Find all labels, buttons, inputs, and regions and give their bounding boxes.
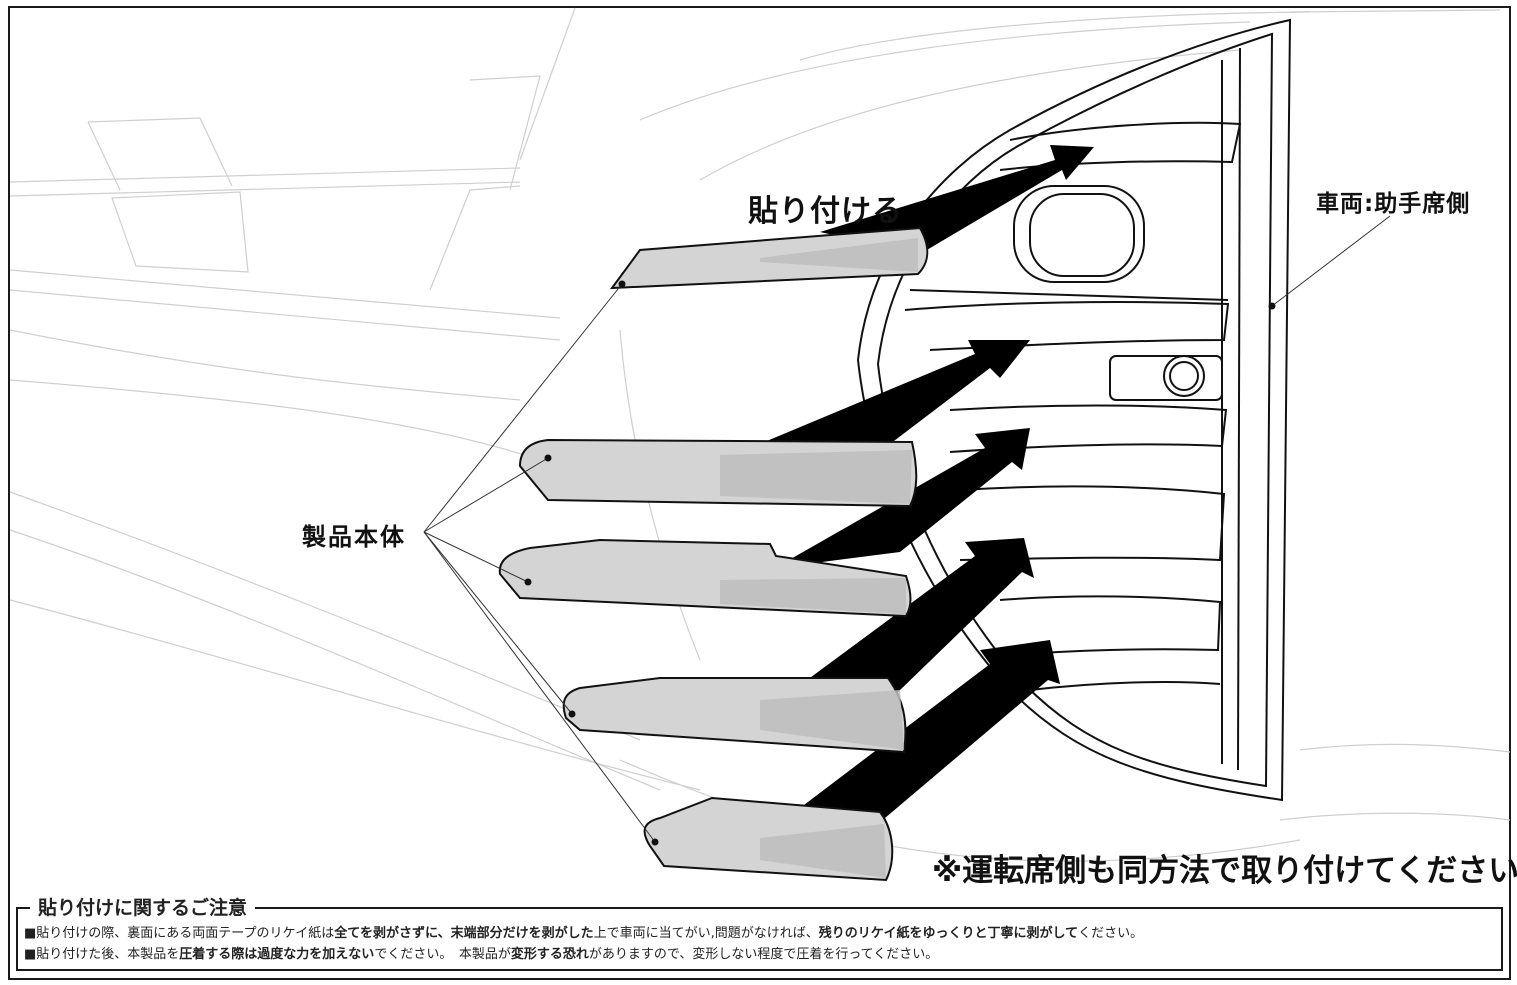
leader-lines	[423, 215, 1391, 843]
caution-line-1-seg: 全てを剥がさずに、末端部分だけを剥がした	[334, 926, 594, 941]
arrow-2	[750, 340, 1030, 448]
caution-box	[16, 907, 1503, 971]
product-body-label: 製品本体	[302, 523, 406, 551]
product-piece-shading	[720, 238, 918, 878]
caution-title: 貼り付けに関するご注意	[30, 893, 256, 920]
diagram-frame	[8, 6, 1511, 980]
caution-line-2-seg: でください。 本製品が	[374, 947, 511, 962]
leader-dots	[524, 280, 1276, 846]
caution-line-2-seg: ■貼り付けた後、本製品を	[24, 947, 180, 962]
arrow-4	[780, 538, 1034, 700]
arrow-1	[820, 145, 1094, 254]
caution-line-1-seg: 上で車両に当てがい,問題がなければ、	[593, 926, 819, 941]
arrow-5	[800, 640, 1060, 818]
caution-line-1-seg: 残りのリケイ紙をゆっくりと丁寧に剥がして	[818, 926, 1079, 941]
grille-housing	[856, 18, 1292, 802]
vehicle-side-label: 車両:助手席側	[1316, 191, 1471, 217]
caution-line-1: ■貼り付けの際、裏面にある両面テープのリケイ紙は全てを剥がさずに、末端部分だけを…	[24, 922, 1143, 941]
caution-line-2-seg: がありますので、変形しない程度で圧着を行ってください。	[588, 947, 939, 962]
install-arrows	[750, 145, 1094, 818]
caution-line-2-seg: 変形する恐れ	[510, 947, 589, 962]
caution-line-1-seg: ■貼り付けの際、裏面にある両面テープのリケイ紙は	[24, 926, 335, 941]
attach-label: 貼り付ける	[748, 194, 903, 229]
driver-side-note: ※運転席側も同方法で取り付けてください	[932, 853, 1517, 889]
product-pieces	[498, 226, 929, 882]
caution-line-1-seg: ください。	[1078, 926, 1144, 941]
caution-line-2-seg: 圧着する際は過度な力を加えない	[179, 947, 375, 962]
caution-line-2: ■貼り付けた後、本製品を圧着する際は過度な力を加えないでください。 本製品が変形…	[24, 943, 938, 962]
